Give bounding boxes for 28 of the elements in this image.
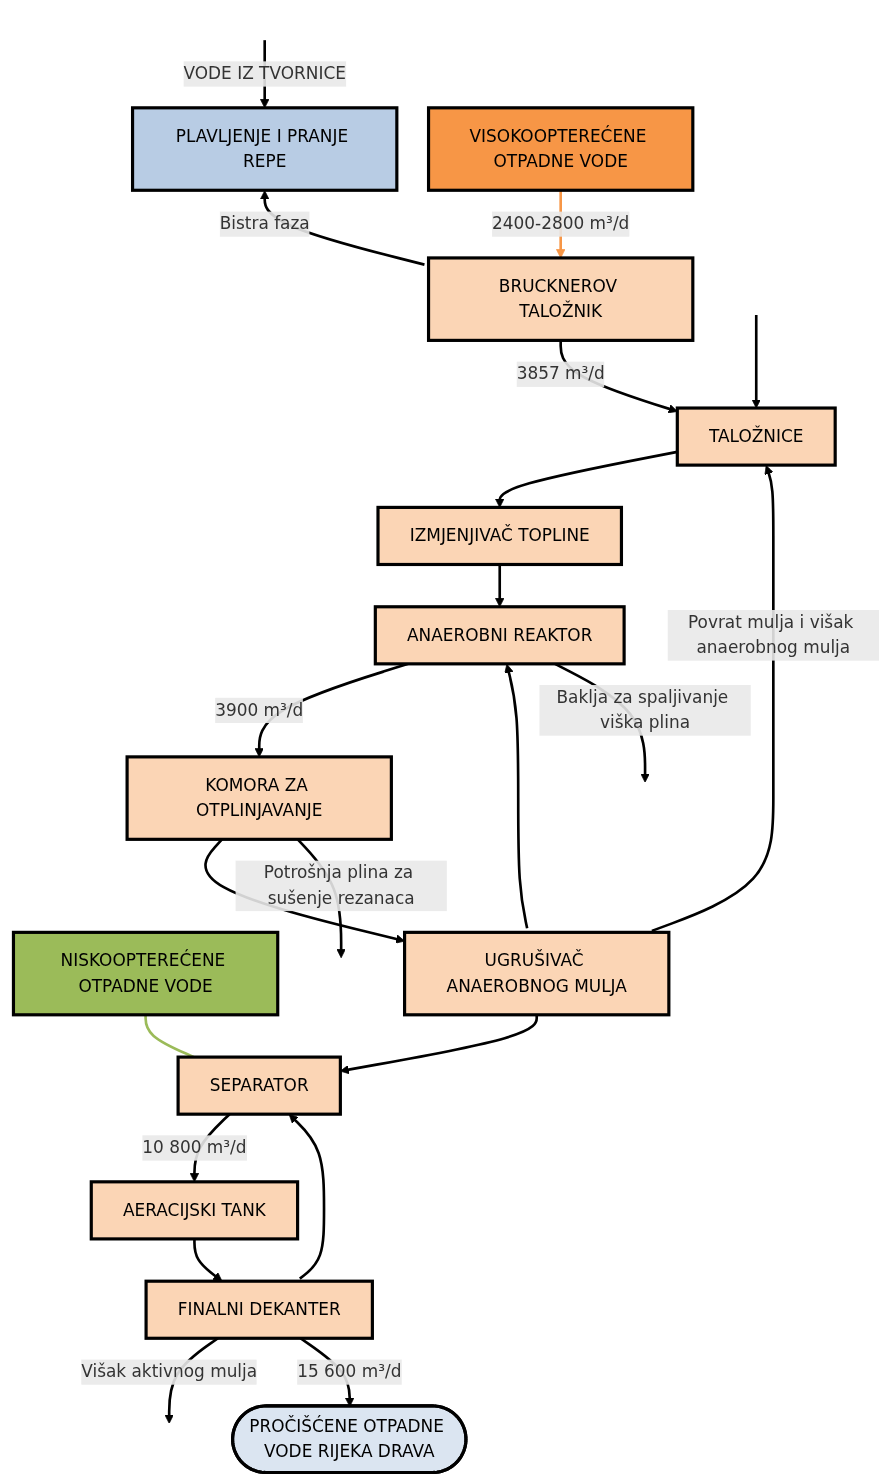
- node-box: [131, 106, 399, 192]
- node-box: [675, 406, 837, 467]
- edge-label: Bistra faza: [219, 213, 310, 234]
- arrow: [193, 1238, 223, 1282]
- node-box: [376, 505, 624, 567]
- edge-label: Višak aktivnog mulja: [81, 1361, 258, 1382]
- arrow: [504, 663, 529, 929]
- node-box: [144, 1279, 375, 1340]
- edge-label: 2400-2800 m³/d: [492, 213, 630, 234]
- edge-label: 10 800 m³/d: [142, 1137, 247, 1158]
- node-box: [176, 1055, 343, 1116]
- node-box: [427, 256, 695, 342]
- node-box: [374, 605, 626, 666]
- arrow: [751, 315, 762, 409]
- node-box: [12, 930, 280, 1017]
- arrow: [289, 1114, 326, 1280]
- arrow: [651, 465, 775, 933]
- edge-label: 3857 m³/d: [516, 363, 605, 384]
- edge-label: VODE IZ TVORNICE: [183, 63, 347, 84]
- node-box: [403, 930, 671, 1017]
- edge-label: 3900 m³/d: [215, 699, 304, 720]
- edge-label: 15 600 m³/d: [297, 1361, 402, 1382]
- node-box: [427, 106, 695, 192]
- edge-label: Baklja za spaljivanje viška plina: [556, 687, 729, 733]
- edge-label: Potrošnja plina za sušenje rezanaca: [264, 862, 415, 909]
- node-box: [89, 1180, 300, 1241]
- edge-label: Povrat mulja i višak anaerobnog mulja: [688, 612, 854, 658]
- node-box: [125, 755, 394, 841]
